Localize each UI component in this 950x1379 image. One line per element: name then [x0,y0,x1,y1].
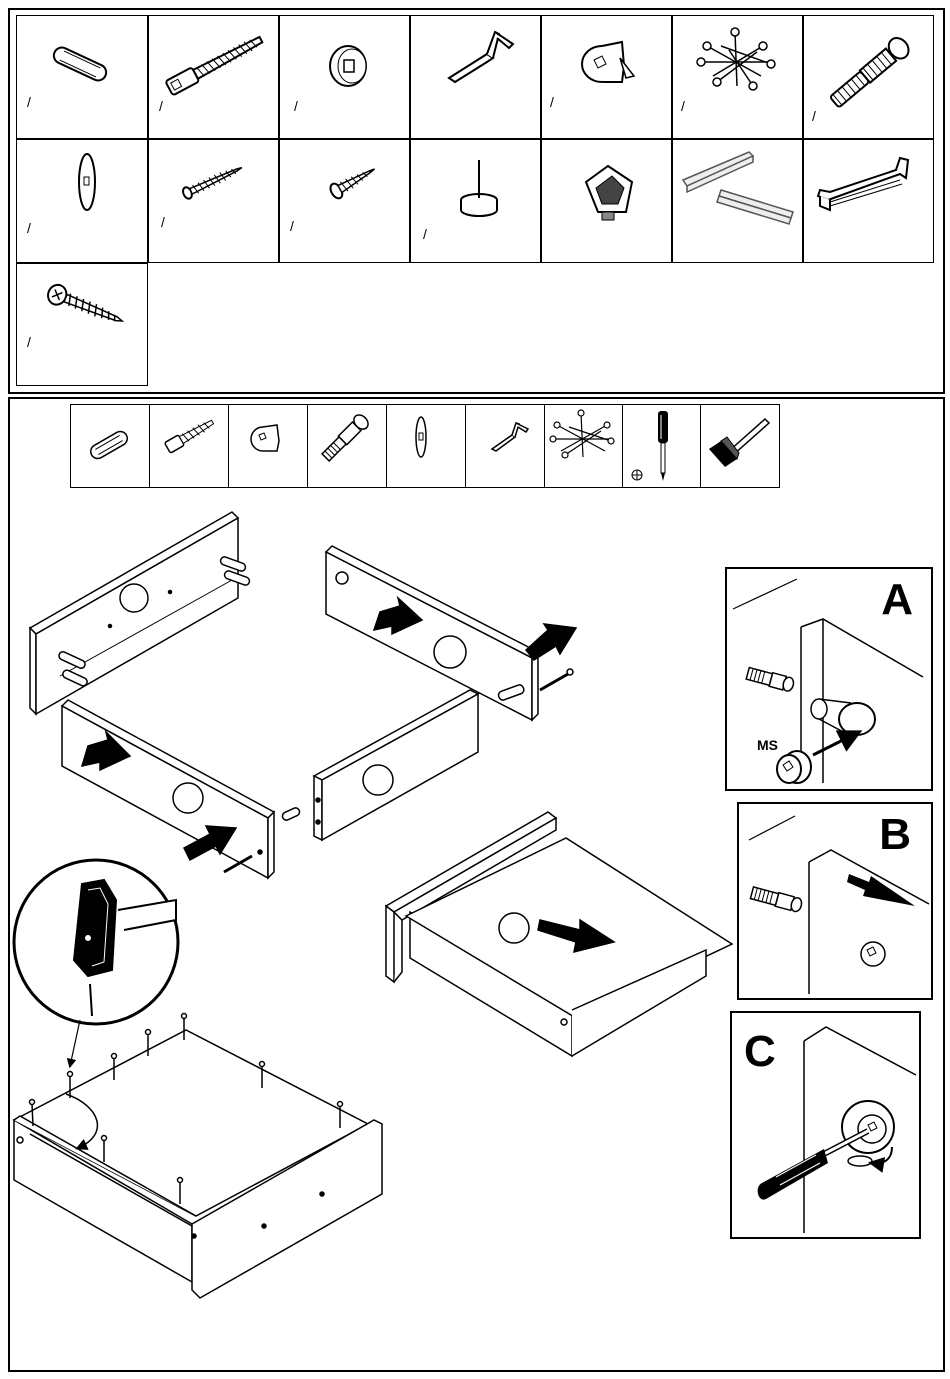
side-panel-left [281,690,478,840]
front-panel [62,700,274,878]
detail-c: C [730,1011,921,1239]
side-panel-right [326,546,576,720]
detail-letter-c: C [744,1027,776,1077]
back-panel [30,512,251,714]
detail-a: A MS [725,567,933,791]
drawer-nailing [14,1014,382,1299]
detail-letter-a: A [881,575,913,625]
detail-b: B [737,802,933,1000]
ms-label: MS [757,737,778,753]
detail-letter-b: B [879,810,911,860]
drawer-bottom-insertion [386,812,732,1056]
hammer-detail [14,860,178,1066]
